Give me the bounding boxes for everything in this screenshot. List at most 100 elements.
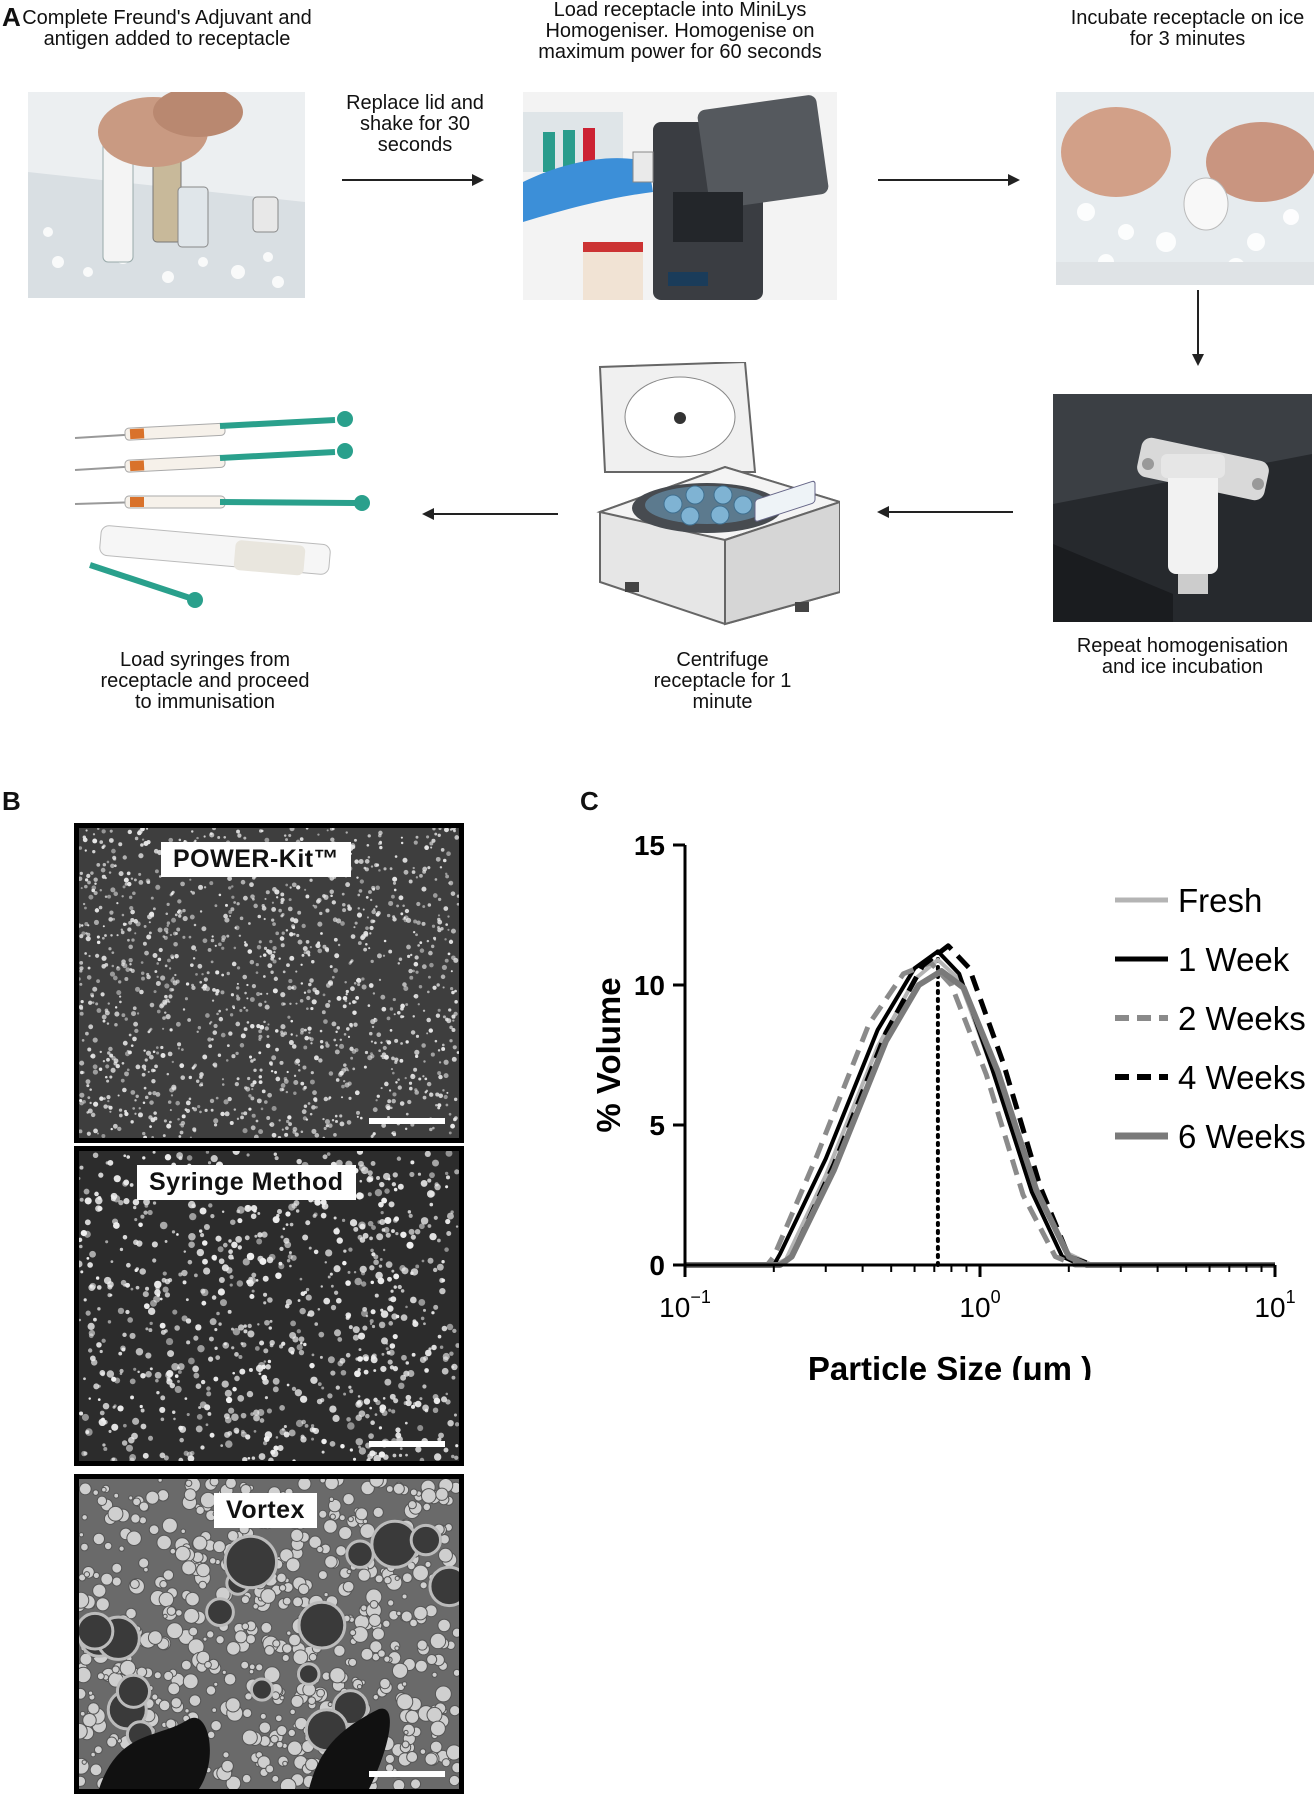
- droplet: [292, 1596, 304, 1608]
- y-axis-label: % Volume: [590, 977, 627, 1132]
- droplet: [297, 939, 303, 945]
- step-1-text: Complete Freund's Adjuvant and antigen a…: [22, 7, 312, 50]
- droplet: [400, 1610, 413, 1623]
- droplet: [320, 1212, 327, 1219]
- droplet: [249, 997, 255, 1002]
- droplet: [393, 1273, 400, 1280]
- droplet: [127, 829, 133, 835]
- droplet: [126, 1049, 130, 1053]
- droplet: [363, 947, 368, 952]
- droplet: [259, 829, 263, 833]
- droplet: [153, 990, 157, 994]
- droplet: [325, 1124, 329, 1128]
- droplet: [317, 1308, 321, 1311]
- droplet: [228, 1031, 233, 1036]
- droplet: [154, 1371, 162, 1379]
- droplet: [163, 1455, 169, 1461]
- droplet: [80, 1542, 89, 1552]
- droplet: [421, 1259, 425, 1263]
- droplet: [224, 1111, 230, 1117]
- droplet: [403, 986, 409, 992]
- droplet: [243, 836, 247, 840]
- droplet: [327, 981, 331, 984]
- droplet: [79, 1260, 83, 1268]
- droplet: [331, 1021, 337, 1027]
- legend-label: 6 Weeks: [1178, 1118, 1306, 1155]
- droplet: [295, 1419, 304, 1428]
- droplet: [285, 838, 288, 842]
- droplet: [355, 1438, 363, 1446]
- droplet: [364, 867, 369, 872]
- droplet: [419, 941, 423, 945]
- droplet: [176, 1152, 184, 1159]
- droplet: [199, 1233, 205, 1238]
- droplet: [327, 1275, 331, 1279]
- droplet: [289, 1264, 292, 1268]
- droplet: [120, 1078, 125, 1083]
- droplet: [422, 1075, 425, 1078]
- droplet: [312, 904, 315, 907]
- droplet: [337, 1337, 343, 1342]
- droplet: [102, 863, 107, 867]
- droplet: [446, 1323, 454, 1331]
- droplet: [341, 902, 346, 907]
- droplet: [184, 1708, 190, 1714]
- droplet: [201, 1300, 207, 1306]
- droplet: [174, 1374, 179, 1378]
- droplet: [278, 1119, 281, 1122]
- droplet: [383, 1576, 392, 1585]
- droplet: [253, 903, 258, 909]
- droplet: [373, 1017, 378, 1023]
- droplet: [345, 1027, 350, 1031]
- droplet: [352, 1334, 359, 1341]
- droplet: [392, 915, 396, 919]
- droplet: [305, 940, 310, 944]
- droplet: [121, 1013, 126, 1018]
- droplet: [155, 980, 161, 986]
- droplet: [419, 873, 423, 878]
- droplet: [297, 1063, 301, 1067]
- droplet: [111, 848, 116, 854]
- droplet: [103, 1446, 108, 1451]
- droplet: [386, 913, 391, 918]
- droplet: [259, 992, 263, 996]
- droplet: [217, 1053, 222, 1057]
- droplet: [144, 1095, 149, 1100]
- droplet: [407, 1210, 412, 1214]
- droplet: [108, 871, 112, 874]
- droplet: [404, 1076, 407, 1080]
- droplet: [321, 1438, 327, 1445]
- droplet: [96, 863, 101, 867]
- droplet: [160, 1395, 166, 1401]
- panel-b-label: B: [2, 786, 21, 816]
- droplet: [200, 1288, 206, 1294]
- droplet: [435, 1104, 438, 1107]
- droplet: [287, 985, 292, 991]
- droplet: [426, 1032, 429, 1035]
- droplet: [143, 1566, 149, 1573]
- droplet: [222, 1751, 230, 1759]
- droplet: [322, 993, 326, 997]
- droplet: [216, 1311, 220, 1316]
- droplet: [227, 1309, 232, 1314]
- droplet: [212, 988, 216, 992]
- droplet: [380, 1087, 383, 1090]
- droplet: [271, 907, 277, 912]
- micrograph-power-kit-label: POWER-Kit™: [161, 842, 352, 877]
- droplet: [415, 1054, 419, 1059]
- droplet: [413, 961, 419, 967]
- droplet: [259, 1025, 265, 1030]
- droplet: [105, 1240, 109, 1244]
- droplet: [366, 843, 370, 847]
- droplet: [293, 1091, 297, 1095]
- droplet: [280, 992, 286, 998]
- droplet: [231, 1054, 236, 1059]
- droplet: [322, 944, 327, 949]
- droplet: [275, 1076, 281, 1082]
- droplet: [97, 828, 100, 831]
- droplet: [231, 895, 235, 899]
- droplet: [377, 953, 382, 959]
- droplet: [427, 903, 432, 907]
- droplet: [399, 1101, 405, 1106]
- droplet: [79, 961, 84, 965]
